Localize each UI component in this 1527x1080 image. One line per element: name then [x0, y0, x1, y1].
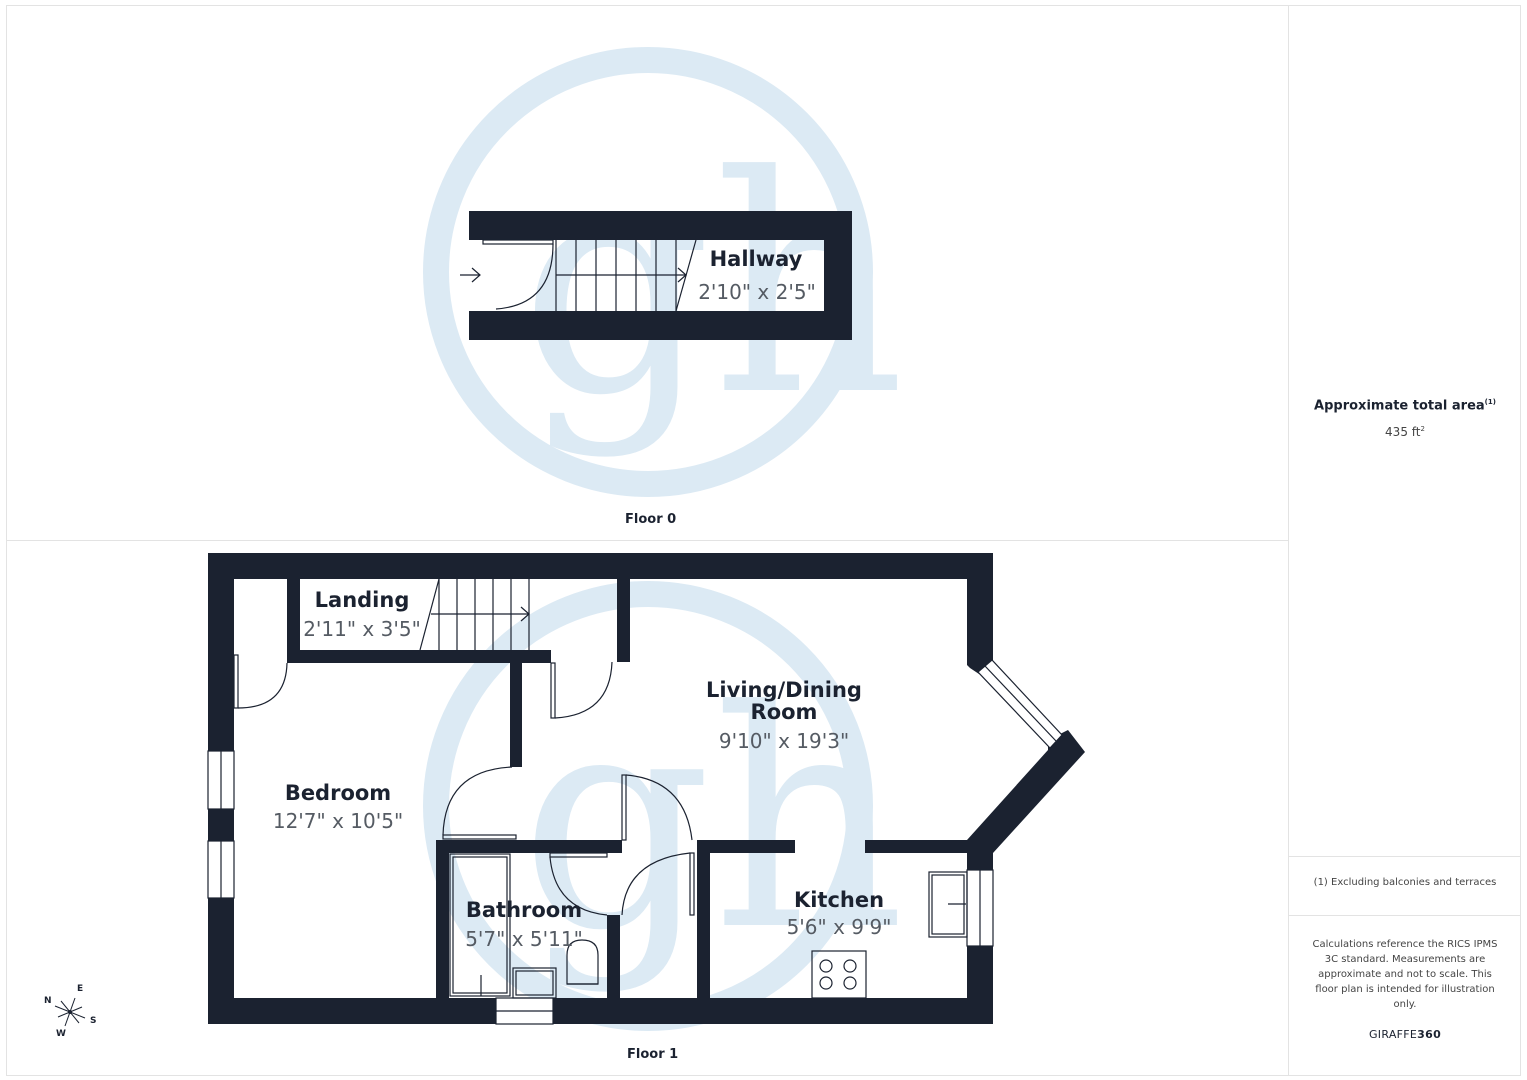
- room-name-kitchen: Kitchen: [793, 888, 885, 912]
- room-dimensions-bathroom: 5'7" x 5'11": [465, 927, 583, 951]
- room-dimensions-kitchen: 5'6" x 9'9": [786, 915, 892, 939]
- floor-divider: [6, 540, 1288, 541]
- floor1-walls: [208, 553, 1085, 1024]
- total-area-footnote-marker: (1): [1484, 398, 1496, 406]
- kitchen-fixtures: [811, 871, 968, 999]
- brand-logo: GIRAFFE360: [1290, 1028, 1520, 1041]
- hallway-walls: [469, 211, 852, 340]
- compass-east-label: E: [77, 984, 84, 994]
- room-dimensions-hallway: 2'10" x 2'5": [698, 280, 816, 304]
- room-name-bathroom: Bathroom: [465, 898, 583, 922]
- total-area-value-text: 435 ft: [1385, 425, 1421, 439]
- watermark-logo-icon: gh: [423, 581, 905, 1031]
- total-area-unit-sup: 2: [1420, 425, 1425, 433]
- room-name-living-dining-line2: Room: [750, 700, 818, 724]
- compass-south-label: S: [90, 1016, 97, 1026]
- bedroom-windows: [207, 750, 994, 1025]
- sidebar-divider: [1288, 5, 1289, 1076]
- floor-0-label: Floor 0: [625, 512, 677, 527]
- total-area-title: Approximate total area(1): [1290, 398, 1520, 413]
- bay-window: [977, 659, 1063, 749]
- room-name-hallway: Hallway: [709, 247, 803, 271]
- floor1-doors: [233, 654, 695, 916]
- compass-west-label: W: [56, 1029, 66, 1039]
- brand-suffix: 360: [1417, 1028, 1442, 1041]
- bathroom-fixtures: [449, 853, 599, 999]
- svg-text:gh: gh: [520, 647, 905, 996]
- room-name-bedroom: Bedroom: [284, 781, 392, 805]
- room-dimensions-bedroom: 12'7" x 10'5": [272, 809, 404, 833]
- area-footnote: (1) Excluding balconies and terraces: [1313, 877, 1497, 888]
- hallway-door: [460, 239, 554, 310]
- room-dimensions-living-dining: 9'10" x 19'3": [718, 729, 850, 753]
- compass-north-label: N: [44, 996, 52, 1006]
- hallway-stairs: [555, 239, 697, 312]
- brand-prefix: GIRAFFE: [1368, 1028, 1418, 1041]
- compass-icon: [54, 997, 86, 1027]
- landing-stairs: [419, 578, 530, 651]
- room-name-living-dining-line1: Living/Dining: [706, 678, 862, 702]
- floor-1-label: Floor 1: [627, 1047, 679, 1062]
- room-dimensions-landing: 2'11" x 3'5": [303, 617, 421, 641]
- total-area-title-text: Approximate total area: [1314, 398, 1485, 414]
- sidebar-divider-1: [1288, 856, 1521, 857]
- room-name-landing: Landing: [314, 588, 410, 612]
- sidebar-divider-2: [1288, 915, 1521, 916]
- disclaimer-text: Calculations reference the RICS IPMS 3C …: [1312, 939, 1498, 1010]
- total-area-value: 435 ft2: [1290, 425, 1520, 439]
